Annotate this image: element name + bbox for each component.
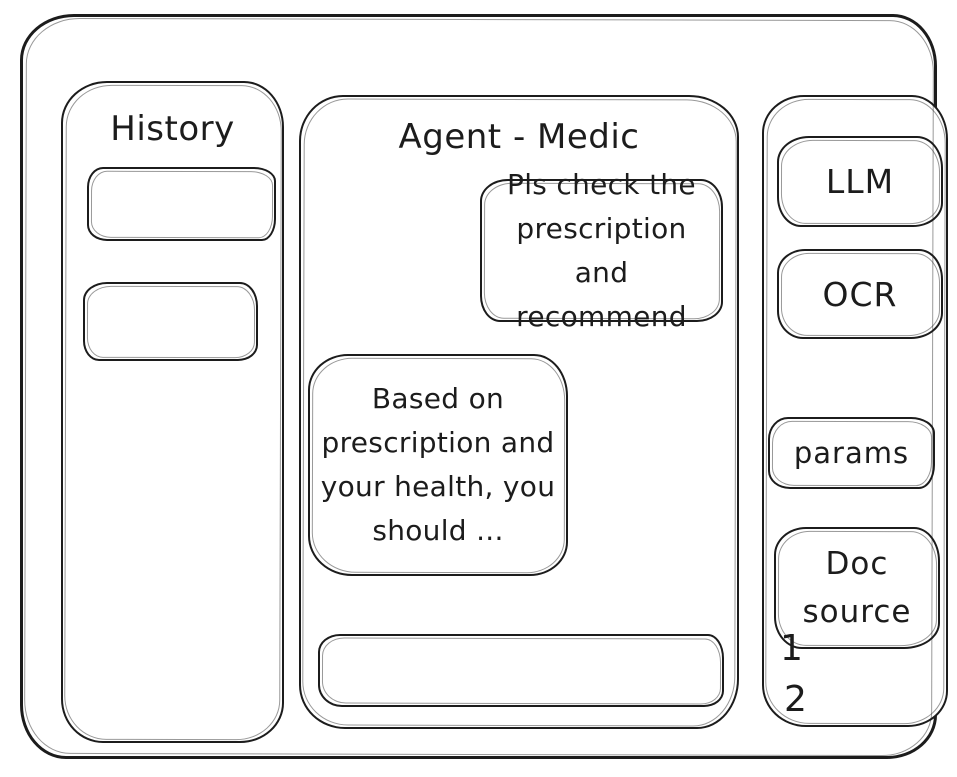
llm-button[interactable]: LLM <box>777 136 943 227</box>
message-input-bar <box>318 634 724 707</box>
history-title: History <box>110 109 235 149</box>
ocr-button[interactable]: OCR <box>777 249 943 339</box>
user-message-bubble: Pls check the prescription and recommend <box>480 168 723 333</box>
tools-sidebar: LLM OCR params Doc source 1 2 <box>762 95 948 727</box>
doc-source-button[interactable]: Doc source <box>774 527 940 649</box>
message-input[interactable] <box>320 636 722 705</box>
app-window-frame: History Agent - Medic Pls check the pres… <box>20 14 948 759</box>
params-button[interactable]: params <box>768 417 935 489</box>
history-item[interactable] <box>87 167 276 241</box>
doc-source-note-2: 2 <box>784 679 807 720</box>
chat-panel: Agent - Medic Pls check the prescription… <box>299 95 739 729</box>
doc-source-note-1: 1 <box>780 628 803 669</box>
history-sidebar: History <box>61 81 284 743</box>
page-title: Agent - Medic <box>398 117 640 157</box>
assistant-message-bubble: Based on prescription and your health, y… <box>308 354 568 576</box>
history-item[interactable] <box>83 282 258 361</box>
